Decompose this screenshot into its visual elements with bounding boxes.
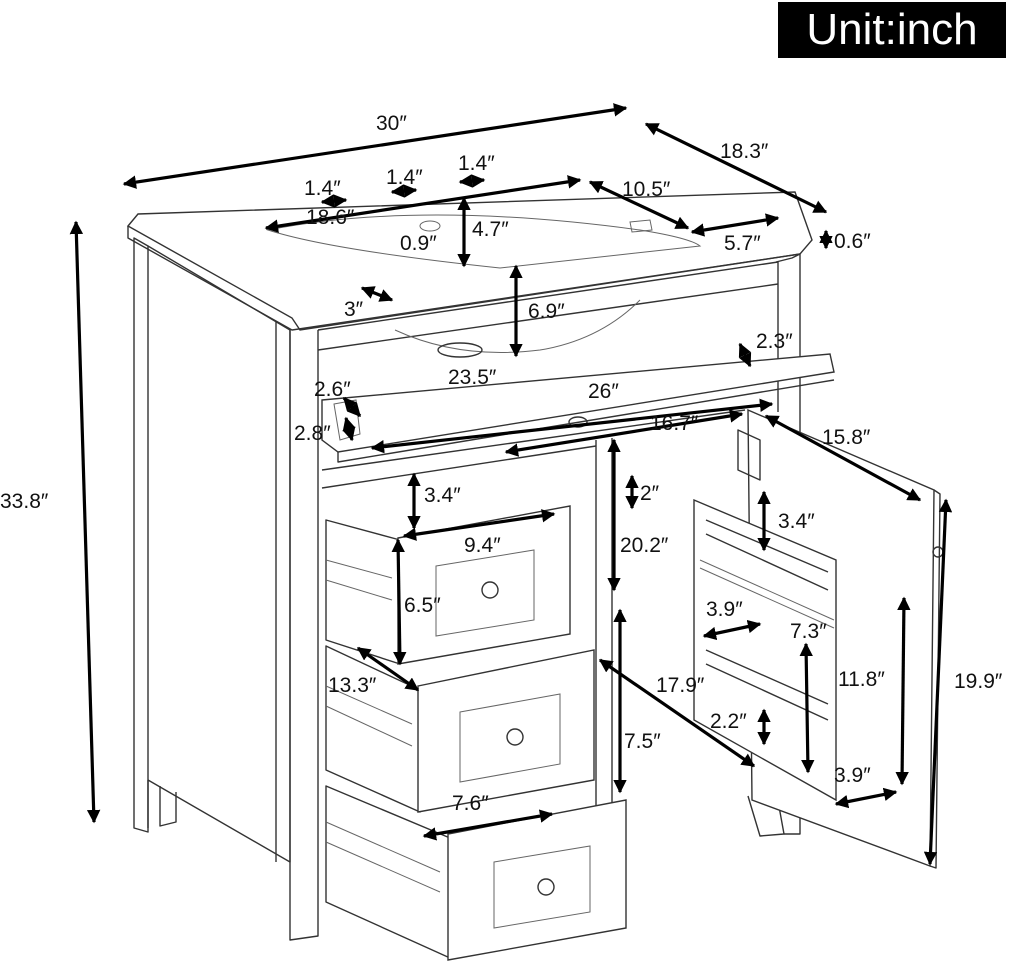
- dim-line-19-9: [923, 498, 953, 866]
- label-2-6: 2.6″: [314, 378, 351, 401]
- dim-line-2-8: [342, 416, 356, 442]
- label-2-8: 2.8″: [294, 422, 331, 445]
- label-3-4: 3.4″: [424, 484, 461, 507]
- label-30: 30″: [376, 112, 407, 135]
- label-20-2: 20.2″: [620, 534, 669, 557]
- dim-line-3-9b: [834, 787, 898, 809]
- label-7-5: 7.5″: [624, 730, 661, 753]
- unit-badge: Unit:inch: [778, 2, 1006, 58]
- label-5-7: 5.7″: [724, 232, 761, 255]
- label-3-9: 3.9″: [706, 598, 743, 621]
- middle-drawer-knob: [506, 728, 524, 746]
- top-drawer-knob: [481, 581, 499, 599]
- bottom-drawer-knob: [537, 878, 555, 896]
- dim-line-30: [122, 103, 628, 189]
- label-1-4-a: 1.4″: [304, 177, 341, 200]
- label-26: 26″: [588, 380, 619, 403]
- label-11-8: 11.8″: [838, 668, 885, 691]
- bottom-drawer-side: [325, 785, 451, 959]
- center-divider: [595, 438, 613, 866]
- dim-line-door-height: [895, 596, 911, 786]
- label-4-7: 4.7″: [472, 218, 509, 241]
- label-6-5: 6.5″: [404, 594, 441, 617]
- label-door-3-4: 3.4″: [778, 510, 815, 533]
- label-18-3: 18.3″: [720, 140, 769, 163]
- dim-line-1-4-c: [458, 174, 486, 188]
- dim-line-11-8: [799, 642, 815, 774]
- label-7-6: 7.6″: [452, 792, 489, 815]
- countertop: [126, 191, 813, 331]
- dim-line-1-4-b: [390, 184, 418, 198]
- label-18-6: 18.6″: [306, 206, 355, 229]
- label-16-7: 16.7″: [650, 412, 699, 435]
- dim-line-3: [360, 286, 394, 302]
- label-19-9: 19.9″: [954, 670, 1003, 693]
- label-15-8: 15.8″: [822, 426, 871, 449]
- dim-line-3-9: [702, 619, 762, 641]
- dim-line-1-4-a: [320, 194, 348, 208]
- dim-line-18-3: [644, 122, 828, 214]
- dim-line-2-6: [342, 396, 362, 418]
- dim-line-9-4: [402, 509, 556, 541]
- middle-drawer-front: [417, 649, 595, 813]
- label-6-9: 6.9″: [528, 300, 565, 323]
- top-drawer-side: [325, 519, 401, 665]
- dim-line-16-7: [504, 409, 744, 457]
- left-side-panel: [147, 245, 291, 863]
- label-0-9: 0.9″: [400, 232, 437, 255]
- label-3-9b: 3.9″: [834, 764, 871, 787]
- dim-line-2-3: [738, 342, 752, 368]
- dim-line-5-7: [690, 213, 780, 237]
- dim-line-15-8: [764, 414, 922, 502]
- middle-drawer-side: [325, 645, 421, 813]
- dim-line-33-8: [69, 220, 101, 824]
- label-23-5: 23.5″: [448, 366, 497, 389]
- label-2-2: 2.2″: [710, 710, 747, 733]
- door-knob: [932, 546, 944, 558]
- dim-line-18-6: [264, 175, 582, 233]
- label-1-4-c: 1.4″: [458, 152, 495, 175]
- label-2-3: 2.3″: [756, 330, 793, 353]
- dim-line-13-3: [356, 646, 420, 692]
- label-17-9: 17.9″: [656, 674, 705, 697]
- dim-line-10-5: [588, 180, 690, 230]
- front-left-stile: [275, 322, 319, 941]
- label-33-8: 33.8″: [0, 490, 49, 513]
- dim-line-6-5: [391, 538, 407, 666]
- dimension-labels: 30″ 18.3″ 33.8″ 0.6″ 1.4″ 1.4″ 1.4″ 18.6…: [0, 112, 1003, 815]
- label-9-4: 9.4″: [464, 534, 501, 557]
- dim-line-7-6: [422, 809, 554, 841]
- label-1-4-b: 1.4″: [386, 166, 423, 189]
- label-13-3: 13.3″: [328, 674, 377, 697]
- label-0-6: 0.6″: [834, 230, 871, 253]
- bottom-drawer-front: [447, 799, 627, 961]
- label-7-3: 7.3″: [790, 620, 827, 643]
- basin-bowl: [394, 299, 641, 353]
- label-2: 2″: [640, 482, 660, 505]
- right-leg: [747, 789, 785, 837]
- label-10-5: 10.5″: [622, 178, 671, 201]
- label-3: 3″: [344, 298, 364, 321]
- left-leg-front: [133, 237, 149, 833]
- dimension-arrows: [69, 103, 953, 866]
- drain: [437, 342, 483, 358]
